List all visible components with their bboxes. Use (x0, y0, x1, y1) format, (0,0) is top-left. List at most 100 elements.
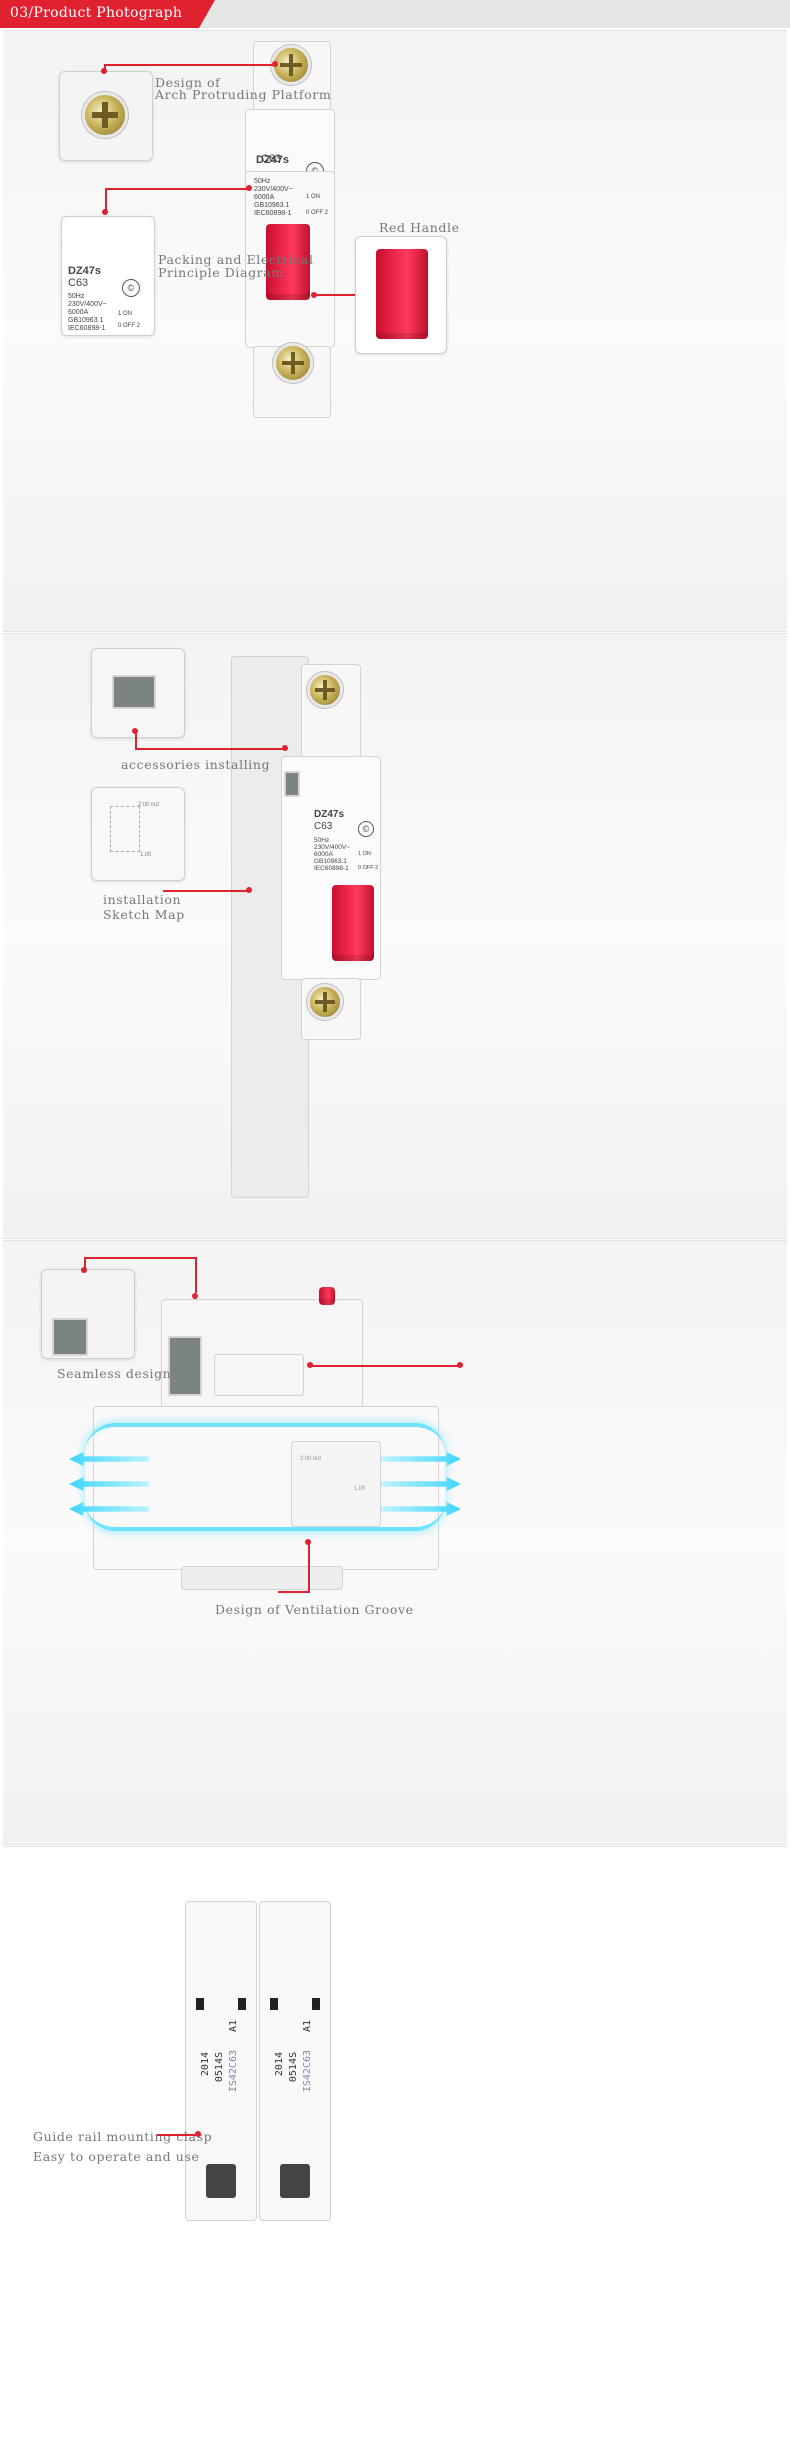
side-sketch-tilt-out: 2.tilt out (300, 1456, 322, 1462)
callout-line (278, 1591, 310, 1593)
arch-label-line1: Design of (155, 75, 221, 90)
panel-din-clasp: 2014 0514S A1 IS42C63 2014 0514S A1 IS42… (3, 1846, 787, 2453)
seamless-label: Seamless design (57, 1366, 172, 1381)
breaker2-top-screw-icon (307, 672, 343, 708)
ventilation-label: Design of Ventilation Groove (215, 1602, 414, 1617)
sketch-lift: 1.lift (140, 852, 152, 858)
device-rating: C63 (261, 153, 282, 165)
callout-line (135, 748, 285, 750)
inset-screw-icon (82, 92, 128, 138)
callout-dot (81, 1267, 87, 1273)
red-handle-label: Red Handle (379, 220, 460, 235)
callout-line (135, 730, 137, 750)
breaker2-red-handle (332, 885, 374, 961)
back-slot-icon (238, 1998, 246, 2010)
section-title: 03/Product Photograph (10, 5, 183, 21)
din-rail-clip (181, 1566, 343, 1590)
breaker2-freq: 50Hz (314, 837, 330, 844)
stamp-code-1: IS42C63 (228, 2050, 239, 2093)
inset-freq: 50Hz (68, 293, 85, 300)
callout-dot (311, 292, 317, 298)
clasp-label-line1: Guide rail mounting clasp (33, 2129, 213, 2144)
inset-packing-label: DZ47s C63 © 50Hz 230V/400V~ 6000A GB1096… (61, 216, 155, 336)
breaker2-rating: C63 (314, 821, 333, 832)
packing-label-line1: Packing and Electrical (158, 252, 314, 267)
section-header-tab: 03/Product Photograph (0, 0, 215, 28)
install-label-line1: installation (103, 892, 182, 907)
stamp-batch-1: 0514S (214, 2052, 225, 2083)
callout-dot (192, 1293, 198, 1299)
device-model: DZ47s (256, 154, 290, 166)
breaker2-off: 0 OFF 2 (358, 865, 379, 871)
inset-red-handle (355, 236, 447, 354)
callout-line (157, 2134, 197, 2136)
install-label-line2: Sketch Map (103, 907, 185, 922)
inset-model: DZ47s (68, 265, 102, 277)
callout-dot (101, 68, 107, 74)
callout-dot (195, 2131, 201, 2137)
callout-dot (246, 887, 252, 893)
callout-dot (457, 1362, 463, 1368)
inset-red-handle-shape (376, 249, 428, 339)
callout-line (84, 1257, 197, 1259)
callout-line (84, 1257, 86, 1269)
back-slot-icon (270, 1998, 278, 2010)
device-capacity: 6000A (254, 194, 275, 201)
accessories-label: accessories installing (121, 757, 271, 772)
arch-label-line2: Arch Protruding Platform (155, 87, 332, 102)
callout-dot (307, 1362, 313, 1368)
callout-dot (102, 209, 108, 215)
breaker2-on: 1 ON (358, 851, 371, 857)
inset-off: 0 OFF 2 (118, 323, 141, 329)
breaker2-capacity: 6000A (314, 851, 333, 858)
callout-line (105, 188, 107, 212)
side-recess (214, 1354, 304, 1396)
breaker2-body: DZ47s C63 © 50Hz 230V/400V~ 6000A GB1096… (281, 756, 381, 980)
inset-std2: IEC60898-1 (68, 325, 106, 332)
breaker2-std2: IEC60898-1 (314, 865, 349, 872)
device-freq: 50Hz (254, 178, 271, 185)
inset-seamless (41, 1269, 135, 1359)
callout-line (311, 1365, 459, 1367)
inset-capacity: 6000A (68, 309, 89, 316)
inset-accessory-window (112, 675, 156, 709)
inset-accessories (91, 648, 185, 738)
inset-rating: C63 (68, 277, 89, 289)
din-clasp (280, 2164, 310, 2198)
stamp-rev-1: A1 (228, 2020, 239, 2033)
device-std1: GB10963.1 (254, 202, 290, 209)
device-off: 0 OFF 2 (306, 210, 329, 216)
callout-line (315, 294, 355, 296)
breaker-body: 50Hz 230V/400V~ 6000A GB10963.1 IEC60898… (245, 171, 335, 348)
din-clasp (206, 2164, 236, 2198)
breaker2-bottom-screw-icon (307, 984, 343, 1020)
inset-installation-sketch: 2.tilt out 1.lift (91, 787, 185, 881)
airflow-contour (85, 1423, 445, 1531)
inset-voltage: 230V/400V~ (68, 301, 107, 308)
back-slot-icon (312, 1998, 320, 2010)
back-slot-icon (196, 1998, 204, 2010)
callout-dot (272, 61, 278, 67)
side-window (168, 1336, 202, 1396)
side-red-handle (319, 1287, 335, 1305)
clasp-label-line2: Easy to operate and use (33, 2149, 200, 2164)
stamp-rev-2: A1 (302, 2020, 313, 2033)
stamp-date-1: 2014 (200, 2052, 211, 2077)
accessory-window (284, 771, 300, 797)
device-voltage: 230V/400V~ (254, 186, 293, 193)
sketch-tilt-out: 2.tilt out (138, 802, 160, 808)
inset-std1: GB10963.1 (68, 317, 104, 324)
stamp-date-2: 2014 (274, 2052, 285, 2077)
breaker2-ccc-icon: © (358, 821, 374, 837)
callout-dot (305, 1539, 311, 1545)
packing-label-line2: Principle Diagram (158, 265, 284, 280)
callout-line (308, 1541, 310, 1593)
breaker2-model: DZ47s (314, 809, 345, 820)
side-sketch-lift: 1.lift (354, 1486, 366, 1492)
callout-dot (246, 185, 252, 191)
device-std2: IEC60898-1 (254, 210, 292, 217)
panel-ventilation: 2.tilt out 1.lift Seamless design Design… (3, 1240, 787, 1845)
inset-ccc-mark-icon: © (122, 279, 140, 297)
breaker-side-body (93, 1406, 439, 1570)
breaker-back-2: 2014 0514S A1 IS42C63 (259, 1901, 331, 2221)
